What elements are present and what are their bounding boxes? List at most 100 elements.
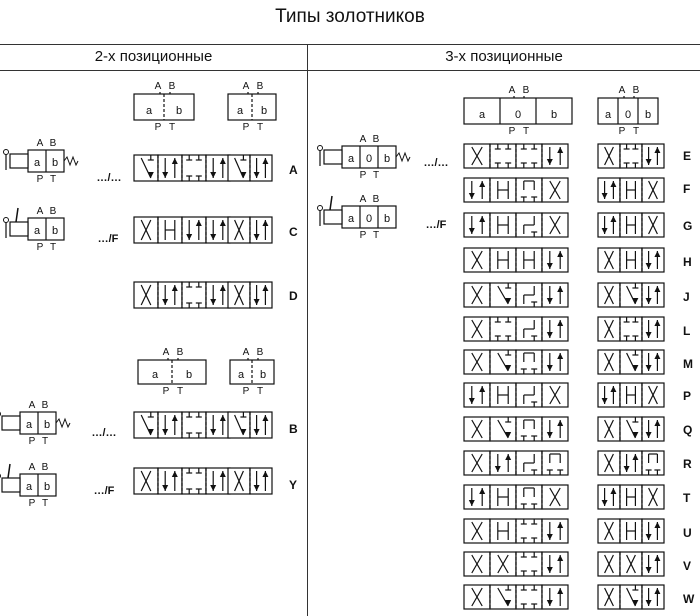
position-label: b — [645, 109, 651, 121]
flow-cross — [604, 285, 614, 305]
actuator-label: a — [34, 157, 41, 169]
suffix-label: …/F — [98, 233, 119, 245]
spool-cell — [205, 411, 231, 439]
arrow-head — [479, 488, 486, 494]
arrow-head — [253, 234, 260, 240]
port-B: B — [177, 347, 184, 358]
port-B: B — [50, 206, 57, 217]
spool-cell — [515, 177, 543, 203]
arrow-head — [210, 299, 217, 305]
port-T: T — [50, 174, 56, 185]
arrow-head — [546, 298, 553, 304]
flow-cross — [604, 587, 614, 607]
port-A: A — [243, 81, 250, 92]
flow-cross — [471, 319, 483, 339]
arrow-head — [601, 398, 608, 404]
arrow-head — [468, 500, 475, 506]
terminal-icon — [3, 149, 9, 155]
spool-cell — [541, 316, 569, 342]
arrow-head — [654, 353, 661, 359]
spool-cell — [463, 484, 491, 510]
arrow-head — [557, 588, 564, 594]
port-T: T — [373, 170, 379, 181]
arrow-head — [171, 158, 178, 164]
flow-cross — [471, 521, 483, 541]
spool-cell — [205, 281, 231, 309]
spool-cell — [489, 450, 517, 476]
spool-cell — [641, 518, 665, 544]
arrow-head — [610, 386, 617, 392]
flow-diag — [497, 587, 509, 607]
arrow-head — [557, 286, 564, 292]
flow-cross — [604, 554, 614, 574]
spool-cell — [641, 282, 665, 308]
column-divider — [307, 44, 308, 616]
spool-cell — [249, 154, 273, 182]
actuator-label: 0 — [366, 153, 372, 165]
arrow-head — [505, 600, 512, 606]
port-P: P — [243, 122, 250, 133]
spool-cell — [641, 247, 665, 273]
code-label-Q: Q — [683, 423, 693, 437]
spool-cell — [157, 411, 183, 439]
flow-cross — [471, 146, 483, 166]
spool-cell — [515, 551, 543, 577]
port-T: T — [42, 436, 48, 447]
spool-cell — [597, 177, 621, 203]
flow-cross — [604, 453, 614, 473]
arrow-head — [253, 299, 260, 305]
arrow-head — [479, 386, 486, 392]
arrow-head — [654, 147, 661, 153]
arrow-head — [253, 485, 260, 491]
code-label-V: V — [683, 559, 692, 573]
flow-diag — [497, 419, 509, 439]
suffix-label: …/F — [426, 219, 447, 231]
solenoid-icon — [9, 153, 29, 169]
flow-cross — [626, 554, 636, 574]
spool-cell — [541, 247, 569, 273]
port-P: P — [619, 126, 626, 137]
spool-cell — [541, 584, 569, 610]
arrow-head — [645, 159, 652, 165]
spool-cell — [541, 282, 569, 308]
code-label-E: E — [683, 149, 692, 163]
flow-diag — [497, 285, 509, 305]
solenoid-icon — [323, 149, 343, 165]
port-A: A — [360, 134, 367, 145]
port-P: P — [29, 436, 36, 447]
code-label-D: D — [289, 289, 298, 303]
port-T: T — [523, 126, 529, 137]
port-A: A — [509, 85, 516, 96]
arrow-head — [219, 471, 226, 477]
port-T: T — [177, 386, 183, 397]
position-label: b — [176, 105, 182, 117]
arrow-head — [654, 251, 661, 257]
right-column-header: 3-х позиционные — [445, 48, 563, 65]
code-label-C: C — [289, 225, 298, 239]
port-T: T — [633, 126, 639, 137]
arrow-head — [171, 471, 178, 477]
port-B: B — [169, 81, 176, 92]
port-P: P — [360, 170, 367, 181]
flow-cross — [549, 180, 561, 200]
port-B: B — [373, 194, 380, 205]
port-P: P — [155, 122, 162, 133]
spool-cell — [515, 416, 543, 442]
suffix-label: …/F — [94, 485, 115, 497]
flow-cross — [234, 470, 244, 492]
port-B: B — [50, 138, 57, 149]
valve-body — [463, 97, 573, 125]
spool-cell — [249, 467, 273, 495]
code-label-L: L — [683, 324, 691, 338]
spool-cell — [641, 316, 665, 342]
spool-cell — [157, 467, 183, 495]
arrow-head — [546, 365, 553, 371]
lever-icon — [15, 207, 19, 223]
port-A: A — [37, 206, 44, 217]
arrow-head — [219, 158, 226, 164]
actuator-label: a — [26, 419, 33, 431]
solenoid-icon — [1, 477, 21, 493]
port-B: B — [257, 347, 264, 358]
flow-cross — [234, 284, 244, 306]
port-T: T — [257, 122, 263, 133]
